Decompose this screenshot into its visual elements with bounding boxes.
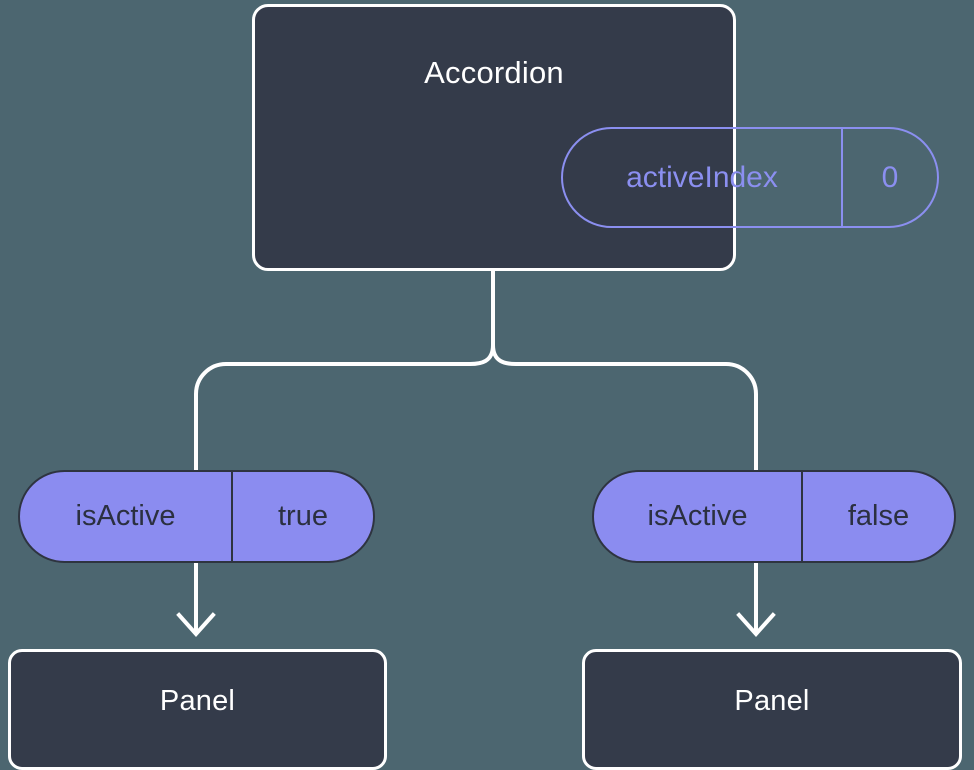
edge-arrow-right-head: [736, 612, 776, 637]
edge-arrow-left-head: [176, 612, 216, 637]
prop-pill-value-label: false: [847, 500, 910, 532]
state-pill-key: activeIndex: [563, 129, 843, 226]
prop-pill-value-label: true: [278, 500, 328, 532]
prop-pill-value: false: [803, 472, 954, 561]
prop-pill-key: isActive: [594, 472, 803, 561]
panel-title-right: Panel: [734, 685, 810, 717]
panel-component-node-right[interactable]: Panel: [582, 649, 962, 770]
state-pill-active-index[interactable]: activeIndex 0: [561, 127, 939, 228]
panel-title-left: Panel: [159, 685, 236, 717]
edge-branch-right: [491, 344, 758, 470]
state-pill-value: 0: [843, 129, 937, 226]
accordion-component-node[interactable]: Accordion activeIndex 0: [252, 4, 939, 271]
prop-pill-key-label: isActive: [647, 500, 748, 532]
prop-pill-key-label: isActive: [75, 500, 176, 532]
prop-pill-value: true: [233, 472, 373, 561]
prop-pill-is-active-false[interactable]: isActive false: [592, 470, 956, 563]
panel-component-node-left[interactable]: Panel: [8, 649, 387, 770]
prop-pill-is-active-true[interactable]: isActive true: [18, 470, 375, 563]
accordion-title: Accordion: [424, 55, 564, 90]
state-pill-key-label: activeIndex: [626, 160, 778, 194]
prop-pill-key: isActive: [20, 472, 233, 561]
edge-branch-left: [194, 344, 495, 470]
state-pill-value-label: 0: [881, 160, 899, 194]
